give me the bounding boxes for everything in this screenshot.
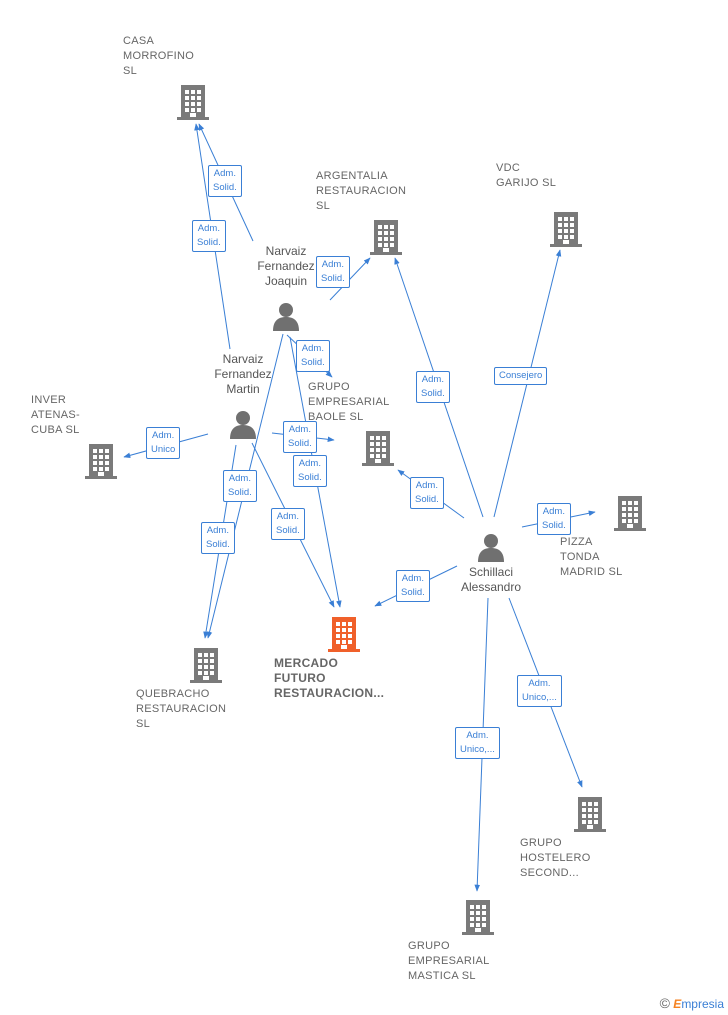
building-icon[interactable] <box>177 84 209 125</box>
edge-label-e17[interactable]: Adm. Unico,... <box>455 727 500 759</box>
brand-initial: E <box>673 997 682 1011</box>
person-icon[interactable] <box>271 301 301 336</box>
person-label-joaquin[interactable]: Narvaiz Fernandez Joaquin <box>257 244 315 288</box>
company-label-casa[interactable]: CASA MORROFINO SL <box>123 35 195 77</box>
edge-label-e10[interactable]: Adm. Solid. <box>271 508 305 540</box>
edge-label-e2[interactable]: Adm. Solid. <box>192 220 226 252</box>
company-label-quebracho[interactable]: QUEBRACHO RESTAURACION SL <box>136 688 227 730</box>
company-label-vdc[interactable]: VDC GARIJO SL <box>496 162 557 189</box>
edge-label-e5[interactable]: Adm. Solid. <box>296 340 330 372</box>
building-icon[interactable] <box>370 219 402 260</box>
person-label-martin[interactable]: Narvaiz Fernandez Martin <box>214 352 272 396</box>
company-label-inver[interactable]: INVER ATENAS- CUBA SL <box>31 394 80 436</box>
building-icon[interactable] <box>362 430 394 471</box>
edge-label-e3[interactable]: Adm. Solid. <box>316 256 350 288</box>
edge-label-e14[interactable]: Adm. Solid. <box>537 503 571 535</box>
edge-label-e6[interactable]: Adm. Solid. <box>293 455 327 487</box>
edge-label-e13[interactable]: Adm. Solid. <box>410 477 444 509</box>
person-label-schillaci[interactable]: Schillaci Alessandro <box>460 565 522 594</box>
edge-label-e8[interactable]: Adm. Solid. <box>283 421 317 453</box>
company-label-mastica[interactable]: GRUPO EMPRESARIAL MASTICA SL <box>408 940 490 982</box>
person-icon[interactable] <box>476 532 506 567</box>
building-icon[interactable] <box>550 211 582 252</box>
edge-label-e16[interactable]: Adm. Unico,... <box>517 675 562 707</box>
building-icon[interactable] <box>462 899 494 940</box>
building-icon[interactable] <box>85 443 117 484</box>
credit: © Empresia <box>660 995 724 1011</box>
company-label-argentalia[interactable]: ARGENTALIA RESTAURACION SL <box>316 170 407 212</box>
company-label-baole[interactable]: GRUPO EMPRESARIAL BAOLE SL <box>308 381 390 423</box>
edge-label-e15[interactable]: Adm. Solid. <box>396 570 430 602</box>
edge-joaquin-argentalia <box>329 257 371 301</box>
company-label-mercado[interactable]: MERCADO FUTURO RESTAURACION... <box>274 656 385 700</box>
building-icon[interactable] <box>328 616 360 657</box>
copyright-symbol: © <box>659 995 670 1011</box>
building-icon[interactable] <box>190 647 222 688</box>
company-label-hostelero[interactable]: GRUPO HOSTELERO SECOND... <box>520 837 591 879</box>
edge-label-e4[interactable]: Adm. Solid. <box>201 522 235 554</box>
edge-label-e12[interactable]: Consejero <box>494 367 548 385</box>
company-label-pizza[interactable]: PIZZA TONDA MADRID SL <box>560 536 623 578</box>
edge-label-e7[interactable]: Adm. Unico <box>146 427 181 459</box>
edge-label-e1[interactable]: Adm. Solid. <box>208 165 242 197</box>
building-icon[interactable] <box>614 495 646 536</box>
edge-label-e9[interactable]: Adm. Solid. <box>223 470 257 502</box>
brand-name: mpresia <box>681 997 724 1011</box>
building-icon[interactable] <box>574 796 606 837</box>
person-icon[interactable] <box>228 409 258 444</box>
edge-label-e11[interactable]: Adm. Solid. <box>416 371 450 403</box>
